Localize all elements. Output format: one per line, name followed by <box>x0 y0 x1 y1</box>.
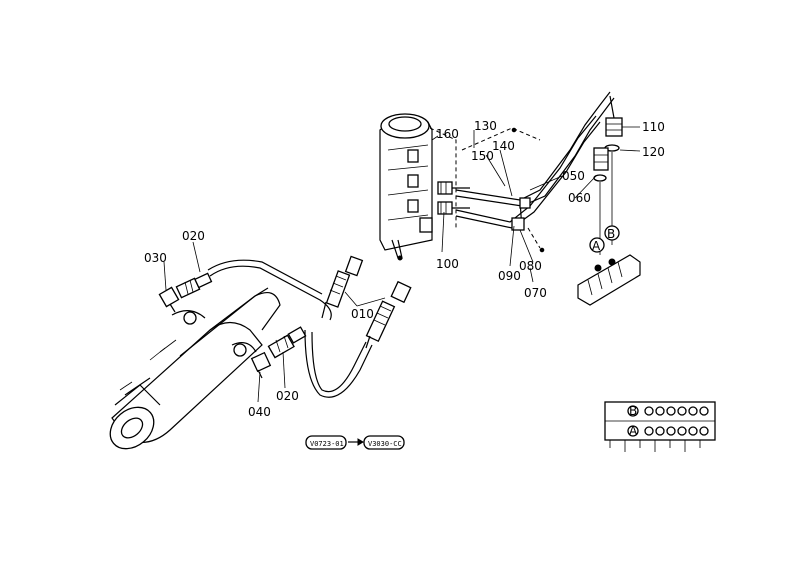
valve-port <box>677 406 687 416</box>
detail-callout-b: B <box>627 404 639 418</box>
valve-port <box>644 406 654 416</box>
label-090: 090 <box>498 269 521 283</box>
serial-to: V3030-CC <box>368 440 402 448</box>
label-100: 100 <box>436 257 459 271</box>
label-040: 040 <box>248 405 271 419</box>
svg-text:B: B <box>607 227 615 241</box>
valve-port <box>655 406 665 416</box>
label-080: 080 <box>519 259 542 273</box>
label-020-upper: 020 <box>182 229 205 243</box>
hose-fitting-020-upper <box>175 272 213 299</box>
serial-range: V0723-01 V3030-CC <box>305 435 405 450</box>
hose-end-010-right <box>365 280 412 349</box>
hose-fitting-020-lower <box>267 326 307 359</box>
hose-lower <box>304 329 373 398</box>
label-020-lower: 020 <box>276 389 299 403</box>
valve-bank-small <box>577 254 641 306</box>
label-160: 160 <box>436 127 459 141</box>
label-140: 140 <box>492 139 515 153</box>
valve-port <box>699 406 709 416</box>
label-120: 120 <box>642 145 665 159</box>
valve-port <box>699 426 709 436</box>
valve-port <box>666 406 676 416</box>
leader-lines <box>163 126 641 403</box>
callout-a: A <box>589 237 605 253</box>
svg-text:A: A <box>592 239 601 253</box>
hose-end-010-left <box>321 255 364 319</box>
valve-port <box>655 426 665 436</box>
hydraulic-cylinder <box>109 287 281 450</box>
label-110: 110 <box>642 120 665 134</box>
label-030: 030 <box>144 251 167 265</box>
label-060: 060 <box>568 191 591 205</box>
elbow-fitting-040 <box>250 351 272 379</box>
fitting-100 <box>437 201 470 215</box>
valve-port <box>644 426 654 436</box>
steel-pipe-assembly <box>455 91 615 253</box>
label-070: 070 <box>524 286 547 300</box>
fitting-110 <box>605 95 623 137</box>
fitting-050 <box>593 147 609 171</box>
hose-upper <box>207 259 332 321</box>
fitting-160 <box>437 181 470 195</box>
valve-port <box>688 426 698 436</box>
svg-text:A: A <box>629 424 638 438</box>
label-050: 050 <box>562 169 585 183</box>
control-valve-body <box>379 113 457 261</box>
detail-callout-a: A <box>627 424 639 438</box>
valve-port <box>677 426 687 436</box>
label-150: 150 <box>471 149 494 163</box>
label-010: 010 <box>351 307 374 321</box>
callout-b: B <box>604 225 620 241</box>
label-130: 130 <box>474 119 497 133</box>
elbow-fitting-030 <box>158 286 180 313</box>
serial-from: V0723-01 <box>310 440 344 448</box>
svg-text:B: B <box>629 404 637 418</box>
valve-bank-detail <box>604 401 716 452</box>
valve-port <box>666 426 676 436</box>
valve-port <box>688 406 698 416</box>
